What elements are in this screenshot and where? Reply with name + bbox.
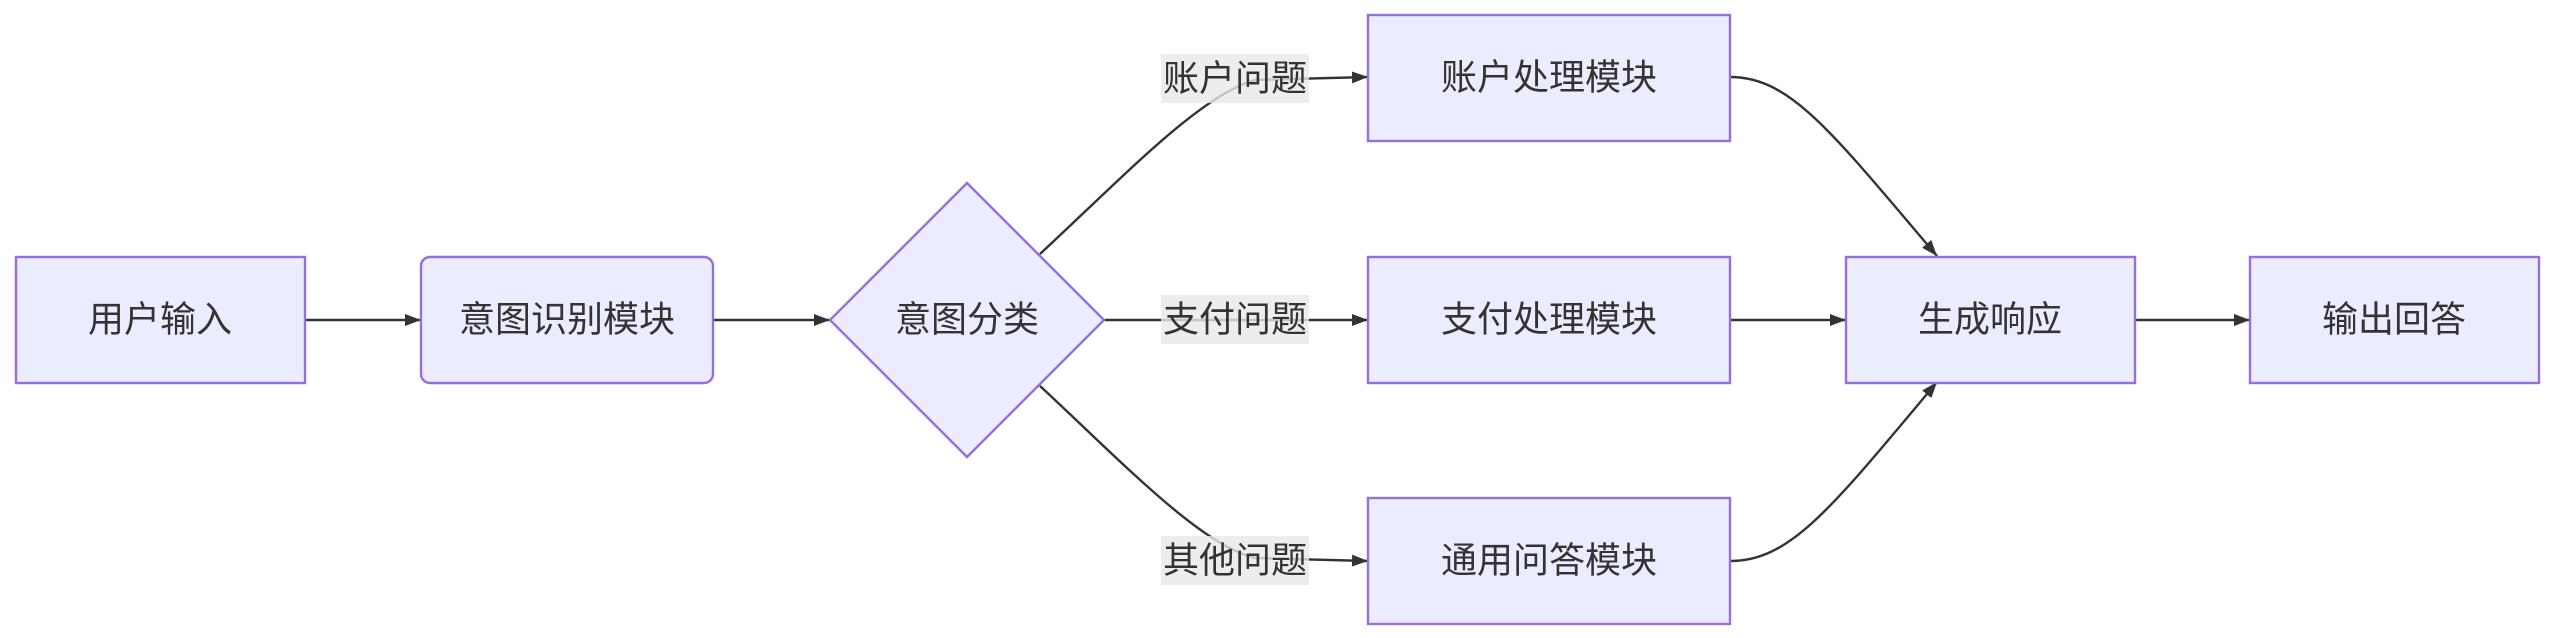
node-general-qa-box bbox=[1366, 496, 1732, 626]
node-account-handler: 账户处理模块 bbox=[1366, 13, 1732, 143]
edge-label-account-bg bbox=[1161, 54, 1309, 103]
edge-classification-to-general-qa bbox=[1039, 385, 1369, 567]
edge-label-other-bg bbox=[1161, 536, 1309, 585]
nodes: 用户输入 意图识别模块 意图分类 账户处理模块 支付处理模块 通用问答模块 生成… bbox=[14, 13, 2541, 626]
node-user-input-label: 用户输入 bbox=[88, 300, 232, 341]
node-payment-handler-box bbox=[1366, 255, 1732, 385]
node-account-handler-label: 账户处理模块 bbox=[1441, 58, 1657, 99]
edge-classification-to-account-handler bbox=[1039, 71, 1369, 255]
node-intent-classification-diamond bbox=[828, 181, 1106, 459]
edge-label-account-text: 账户问题 bbox=[1163, 59, 1307, 100]
node-account-handler-box bbox=[1366, 13, 1732, 143]
node-payment-handler: 支付处理模块 bbox=[1366, 255, 1732, 385]
node-output-answer-box bbox=[2248, 255, 2541, 385]
edge-general-qa-to-generate-response bbox=[1729, 381, 1938, 563]
node-generate-response: 生成响应 bbox=[1844, 255, 2137, 385]
node-output-answer: 输出回答 bbox=[2248, 255, 2541, 385]
node-intent-recognition-label: 意图识别模块 bbox=[459, 300, 675, 341]
edge-labels: 账户问题 支付问题 其他问题 bbox=[1161, 54, 1309, 585]
node-user-input: 用户输入 bbox=[14, 255, 307, 385]
edge-label-other-text: 其他问题 bbox=[1163, 541, 1307, 582]
edge-label-account: 账户问题 bbox=[1161, 54, 1309, 103]
node-general-qa-label: 通用问答模块 bbox=[1441, 541, 1657, 582]
edge-label-payment-bg bbox=[1161, 295, 1309, 344]
node-general-qa: 通用问答模块 bbox=[1366, 496, 1732, 626]
node-output-answer-label: 输出回答 bbox=[2322, 300, 2466, 341]
edge-label-other: 其他问题 bbox=[1161, 536, 1309, 585]
node-payment-handler-label: 支付处理模块 bbox=[1441, 300, 1657, 341]
node-intent-classification: 意图分类 bbox=[828, 181, 1106, 459]
node-intent-recognition-box bbox=[419, 255, 715, 385]
node-generate-response-label: 生成响应 bbox=[1918, 300, 2062, 341]
edge-label-payment-text: 支付问题 bbox=[1163, 300, 1307, 341]
node-intent-classification-label: 意图分类 bbox=[895, 300, 1039, 341]
edge-label-payment: 支付问题 bbox=[1161, 295, 1309, 344]
edge-account-handler-to-generate-response bbox=[1729, 75, 1938, 257]
node-user-input-box bbox=[14, 255, 307, 385]
node-intent-recognition: 意图识别模块 bbox=[419, 255, 715, 385]
node-generate-response-box bbox=[1844, 255, 2137, 385]
